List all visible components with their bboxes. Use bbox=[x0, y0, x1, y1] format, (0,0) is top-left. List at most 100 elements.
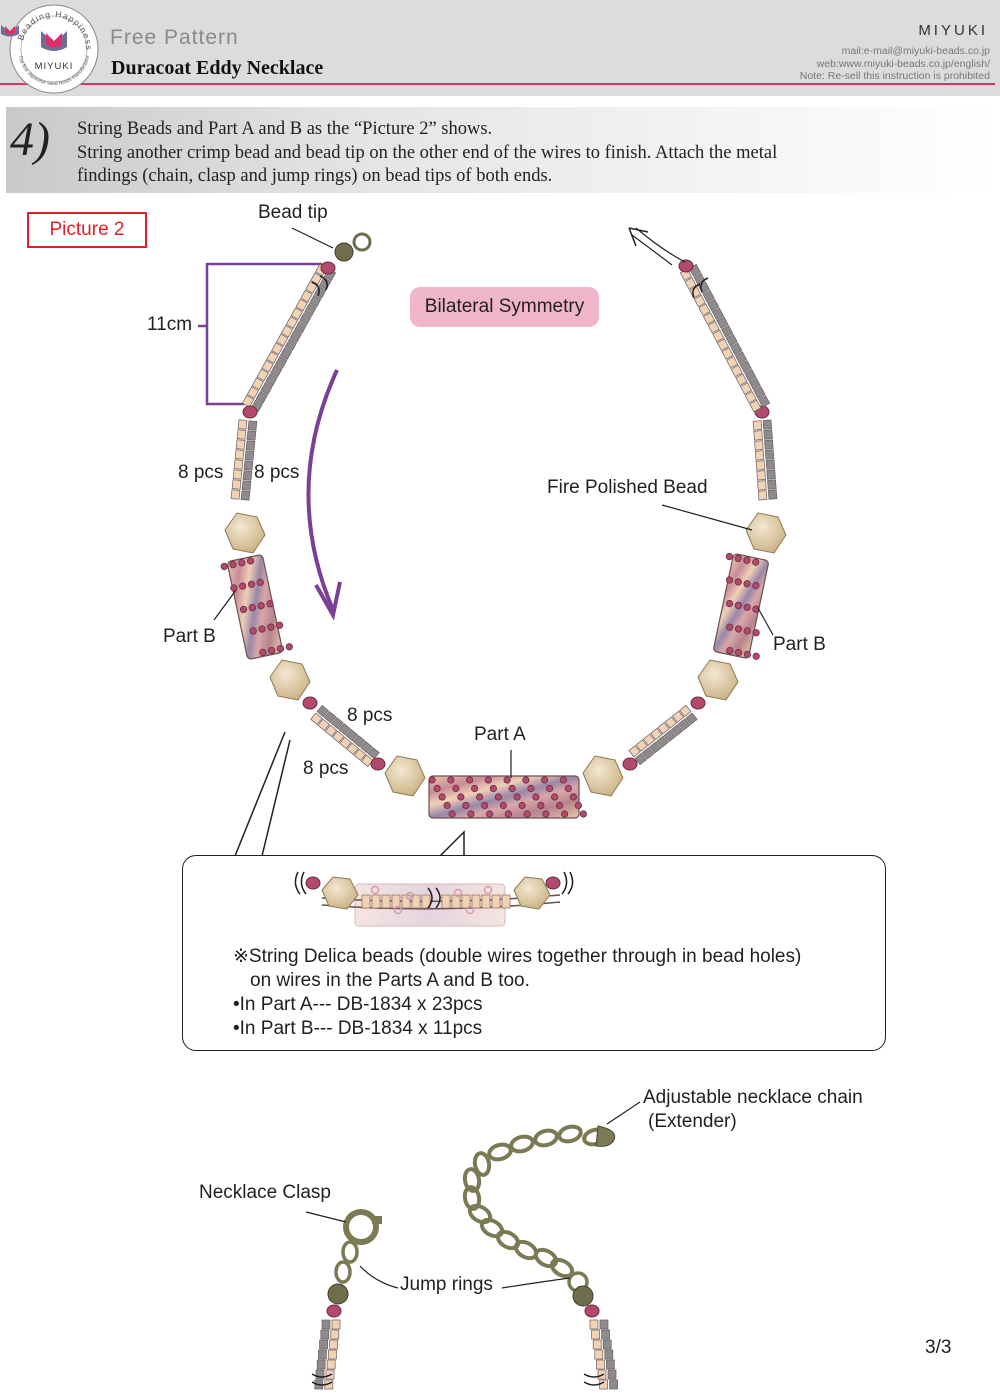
delica-bead bbox=[635, 739, 648, 752]
delica-bead bbox=[360, 740, 373, 754]
delica-bead bbox=[251, 377, 264, 390]
delica-bead bbox=[261, 359, 274, 373]
stringing-direction-arrow bbox=[306, 369, 339, 611]
delica-bead bbox=[299, 312, 312, 325]
delica-bead bbox=[755, 460, 766, 471]
crimp-bead bbox=[584, 1304, 600, 1318]
delica-bead bbox=[295, 298, 308, 312]
part-b-right-label: Part B bbox=[773, 634, 826, 655]
delica-bead bbox=[367, 746, 380, 760]
step-instructions: String Beads and Part A and B as the “Pi… bbox=[77, 118, 977, 189]
delica-bead bbox=[285, 316, 299, 329]
callout-line-3: •In Part A--- DB-1834 x 23pcs bbox=[233, 994, 483, 1015]
contact-web: web:www.miyuki-beads.co.jp/english/ bbox=[816, 57, 990, 70]
fire-polished-label: Fire Polished Bead bbox=[547, 477, 708, 498]
chain-link bbox=[462, 1185, 482, 1211]
delica-bead bbox=[739, 360, 752, 373]
delica-bead bbox=[353, 748, 367, 762]
delica-bead bbox=[240, 490, 251, 501]
delica-bead bbox=[345, 728, 359, 742]
delica-part bbox=[428, 775, 587, 819]
delica-bead bbox=[314, 286, 327, 299]
delica-bead bbox=[279, 347, 293, 360]
delica-bead bbox=[716, 338, 729, 351]
step-number: 4) bbox=[10, 113, 50, 166]
bead-tip-label: Bead tip bbox=[258, 202, 328, 223]
delica-bead bbox=[764, 439, 774, 450]
delica-bead bbox=[328, 1349, 337, 1360]
delica-bead bbox=[316, 704, 330, 718]
callout-line-1: ※String Delica beads (double wires toget… bbox=[233, 946, 802, 967]
delica-bead bbox=[712, 329, 725, 343]
free-pattern-label: Free Pattern bbox=[110, 26, 239, 49]
delica-bead bbox=[634, 752, 647, 766]
chain-end-drop bbox=[595, 1125, 616, 1147]
callout-line-2: on wires in the Parts A and B too. bbox=[250, 970, 530, 991]
delica-bead bbox=[609, 1379, 618, 1390]
delica-bead bbox=[649, 741, 662, 754]
delica-bead bbox=[735, 373, 748, 386]
delica-bead bbox=[243, 460, 254, 471]
delica-bead bbox=[247, 420, 258, 431]
delica-bead bbox=[707, 298, 720, 312]
delica-bead bbox=[236, 429, 247, 440]
delica-bead bbox=[716, 316, 729, 329]
delica-part bbox=[713, 552, 769, 660]
chain-link bbox=[479, 1217, 505, 1239]
delica-bead bbox=[678, 718, 691, 731]
crimp-bead bbox=[302, 696, 318, 710]
chain-link bbox=[467, 1203, 493, 1225]
delica-bead bbox=[275, 356, 288, 369]
delica-bead bbox=[767, 479, 777, 490]
delica-bead bbox=[320, 1329, 330, 1340]
bead-tip-loop bbox=[352, 232, 372, 252]
brand-name: MIYUKI bbox=[918, 22, 988, 39]
fire-polished-bead bbox=[697, 659, 739, 701]
delica-bead bbox=[725, 333, 738, 347]
delica-bead bbox=[280, 324, 294, 338]
page-header bbox=[0, 0, 1000, 96]
delica-bead bbox=[330, 1329, 340, 1340]
delica-bead bbox=[657, 722, 670, 735]
chain-link bbox=[462, 1167, 482, 1193]
delica-bead bbox=[721, 325, 734, 338]
delica-bead bbox=[309, 294, 322, 308]
delica-bead bbox=[702, 290, 715, 303]
delica-bead bbox=[602, 1339, 612, 1350]
resale-note: Note: Re-sell this instruction is prohib… bbox=[799, 70, 990, 82]
delica-bead bbox=[591, 1329, 600, 1340]
bead-tip bbox=[334, 242, 354, 262]
delica-bead bbox=[730, 364, 743, 378]
delica-bead bbox=[707, 321, 720, 334]
delica-bead bbox=[360, 754, 374, 768]
chain-sub-label: (Extender) bbox=[648, 1111, 737, 1132]
delica-bead bbox=[290, 307, 303, 320]
delica-bead bbox=[318, 1349, 327, 1360]
chain-link bbox=[509, 1134, 535, 1154]
callout-line-4: •In Part B--- DB-1834 x 11pcs bbox=[233, 1018, 483, 1039]
fire-polished-bead bbox=[745, 512, 787, 554]
length-label: 11cm bbox=[147, 314, 193, 335]
delica-bead bbox=[241, 394, 255, 408]
delica-bead bbox=[604, 1349, 614, 1360]
delica-bead bbox=[255, 391, 268, 404]
delica-bead bbox=[753, 430, 763, 441]
contact-info: mail:e-mail@miyuki-beads.co.jp web:www.m… bbox=[800, 45, 990, 83]
delica-bead bbox=[592, 1339, 602, 1350]
delica-bead bbox=[289, 329, 302, 343]
delica-bead bbox=[324, 724, 338, 738]
delica-bead bbox=[323, 710, 337, 724]
step-line-2: String another crimp bead and bead tip o… bbox=[77, 142, 778, 163]
delica-bead bbox=[670, 724, 684, 737]
delica-bead bbox=[766, 469, 776, 480]
delica-bead bbox=[305, 281, 318, 294]
bead-tip bbox=[572, 1285, 594, 1307]
chain-link bbox=[487, 1142, 513, 1162]
delica-bead bbox=[596, 1359, 605, 1370]
delica-bead bbox=[245, 440, 256, 451]
delica-bead bbox=[244, 450, 255, 461]
jump-ring-leader bbox=[359, 1265, 399, 1289]
brand-mark-icon bbox=[1, 25, 19, 37]
delica-bead bbox=[679, 704, 692, 718]
